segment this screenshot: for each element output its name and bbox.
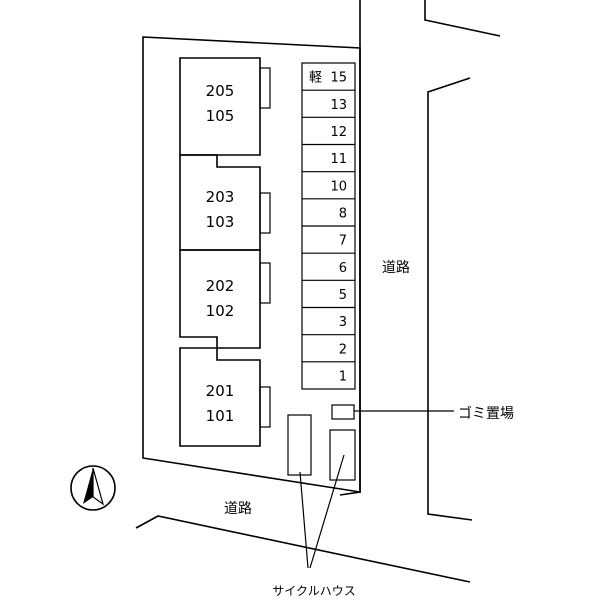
parking-stall-label: 2 xyxy=(339,342,347,357)
unit-label-201: 201 xyxy=(206,382,235,400)
parking-stall-label: 1 xyxy=(339,369,347,384)
cycle-house-left xyxy=(287,414,312,476)
cycle-house-leader-left xyxy=(299,471,309,569)
balcony xyxy=(259,262,271,304)
road-label-east: 道路 xyxy=(382,260,410,276)
parking-stall-label: 8 xyxy=(339,206,347,221)
parking-stall-label: 6 xyxy=(339,261,347,276)
parking-stall-label: 7 xyxy=(339,234,347,249)
building-202-102 xyxy=(179,249,261,349)
road-label-south: 道路 xyxy=(224,501,252,517)
cycle-house-label: サイクルハウス xyxy=(272,584,355,598)
parking-stall-prefix: 軽 xyxy=(309,71,322,86)
parking-stall-label: 5 xyxy=(339,288,347,303)
road-east-edge-east xyxy=(427,77,473,521)
garbage-label: ゴミ置場 xyxy=(458,405,514,422)
building-block xyxy=(179,57,271,447)
balcony xyxy=(259,192,271,234)
garbage-area xyxy=(331,404,355,420)
unit-label-101: 101 xyxy=(206,407,235,425)
cycle-house-right xyxy=(329,429,356,481)
unit-label-102: 102 xyxy=(206,302,235,320)
cycle-house-leader-right xyxy=(309,454,345,569)
unit-label-202: 202 xyxy=(206,277,235,295)
road-east-edge-west xyxy=(339,0,361,496)
building-205-105 xyxy=(179,57,261,156)
unit-label-103: 103 xyxy=(206,213,235,231)
parking-stall-label: 3 xyxy=(339,315,347,330)
building-201-101 xyxy=(179,347,261,447)
parking-stall-label: 13 xyxy=(330,98,347,113)
north-arrow-icon xyxy=(70,465,116,511)
road-south-edge xyxy=(135,515,471,583)
road-east-curb-top xyxy=(424,0,501,37)
balcony xyxy=(259,386,271,428)
unit-label-203: 203 xyxy=(206,188,235,206)
parking-stall-label: 12 xyxy=(330,125,347,140)
unit-label-205: 205 xyxy=(206,82,235,100)
parking-stall-label: 10 xyxy=(330,179,347,194)
parking-stall-label: 11 xyxy=(330,152,347,167)
unit-label-105: 105 xyxy=(206,107,235,125)
parking-area: 15 軽 13 12 11 10 8 7 6 5 3 2 1 xyxy=(301,62,356,390)
lot-boundary xyxy=(142,36,361,493)
balcony xyxy=(259,67,271,109)
parking-stall-label: 15 xyxy=(330,71,347,86)
